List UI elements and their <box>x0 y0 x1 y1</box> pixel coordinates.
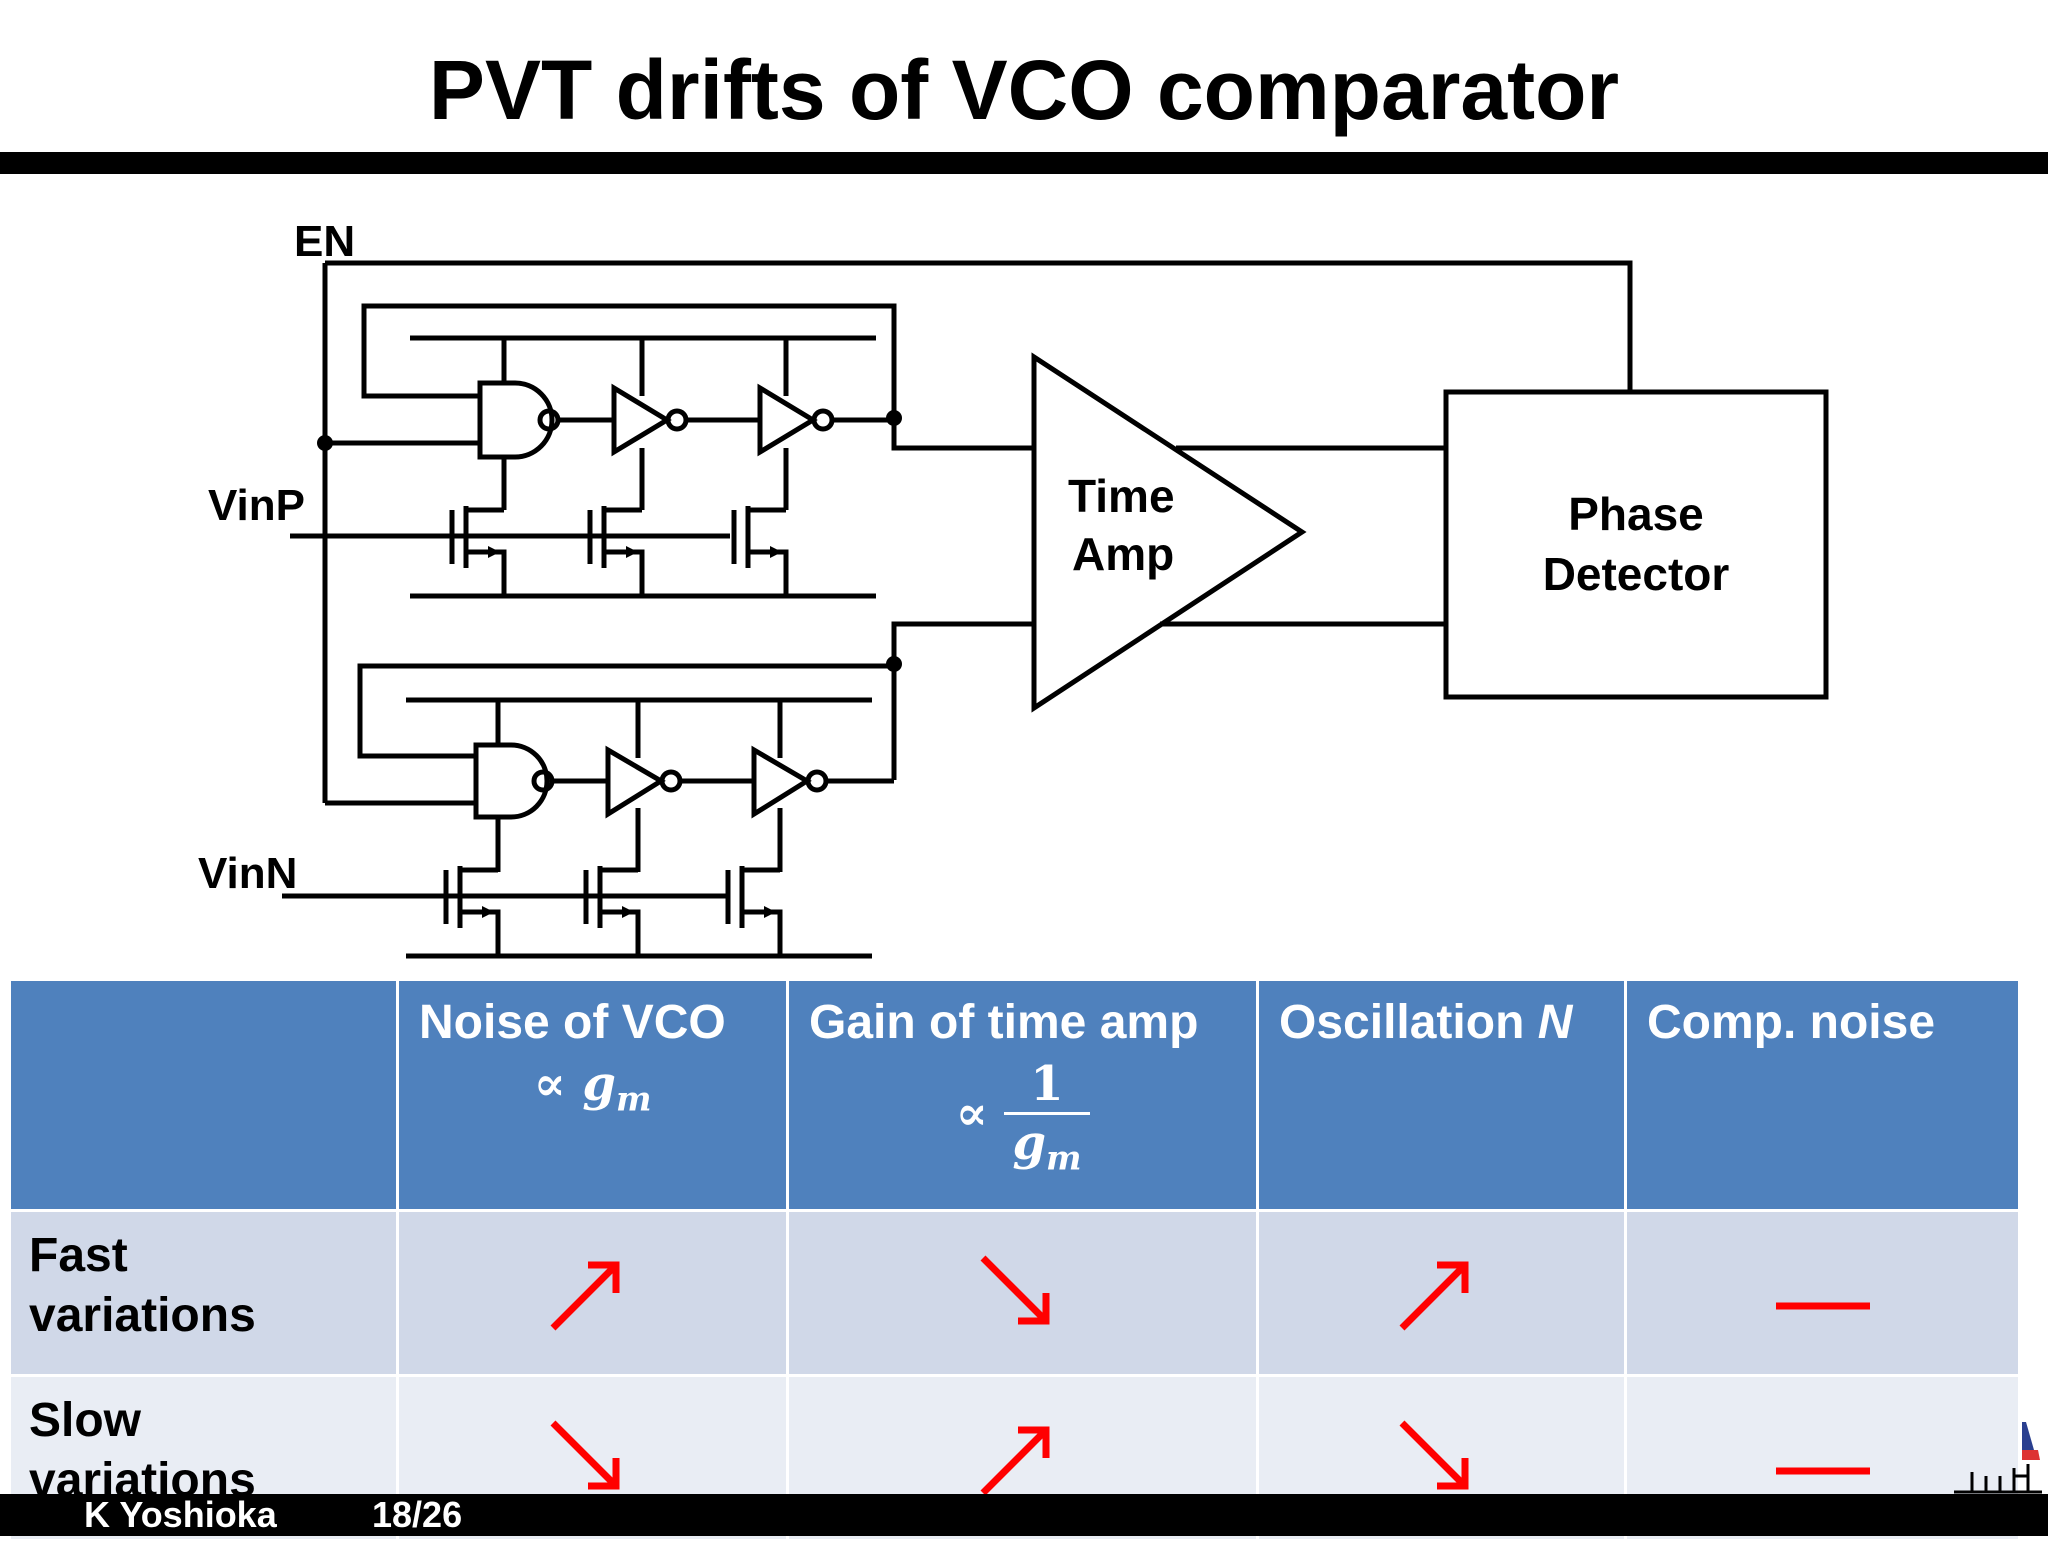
time-amp-block <box>1031 352 1307 713</box>
vco-p-nand-gate <box>477 380 555 460</box>
header-noise-of-vco: Noise of VCO ∝ gm <box>396 978 789 1212</box>
vco-p-transistors <box>449 506 789 596</box>
header-comp-noise: Comp. noise <box>1624 978 2021 1212</box>
vinp-label: VinP <box>208 481 305 530</box>
en-junction-dot <box>317 435 333 451</box>
en-label: EN <box>294 217 355 266</box>
time-amp-label-line2: Amp <box>1072 528 1174 580</box>
vco-n-nand-gate <box>473 742 550 820</box>
flat-dash-icon <box>1775 1302 1870 1310</box>
footer-bar: K Yoshioka 18/26 <box>0 1494 2048 1536</box>
arrow-up-right-icon <box>980 1426 1049 1496</box>
footer-page-number: 18/26 <box>372 1494 463 1535</box>
vco-p-feedback-wire <box>361 303 897 418</box>
phase-detector-block <box>1443 389 1829 700</box>
trend-cell <box>786 1209 1259 1377</box>
vco-p-inverter-1 <box>611 383 672 457</box>
title-rule <box>0 152 2048 174</box>
vco-p-inverter-2 <box>757 383 818 457</box>
arrow-down-right-icon <box>550 1420 619 1490</box>
trend-cell <box>1624 1209 2021 1377</box>
phase-detector-label-line2: Detector <box>1543 548 1730 600</box>
university-logo-icon <box>1954 1422 2042 1494</box>
trend-cell <box>396 1209 789 1377</box>
vinn-label: VinN <box>198 849 297 898</box>
vco-n-inverter-1 <box>605 745 666 819</box>
vco-n-transistors <box>443 866 783 956</box>
vco-n-output-wire <box>891 621 1034 780</box>
flat-dash-icon <box>1775 1467 1870 1475</box>
vco-p-output-wire <box>891 418 1034 451</box>
time-amp-label-line1: Time <box>1068 470 1175 522</box>
arrow-up-right-icon <box>550 1261 619 1331</box>
vco-comparator-schematic: EN VinP VinN Time Amp Phase Detector <box>198 217 1829 959</box>
vco-n-junction-dot <box>886 656 902 672</box>
slide-title: PVT drifts of VCO comparator <box>428 43 1620 137</box>
trend-cell <box>1256 1209 1627 1377</box>
header-oscillation-n: Oscillation N <box>1256 978 1627 1212</box>
arrow-up-right-icon <box>1399 1261 1468 1331</box>
vco-n-inverter-2 <box>751 745 812 819</box>
phase-detector-label-line1: Phase <box>1568 488 1704 540</box>
arrow-down-right-icon <box>980 1255 1049 1325</box>
header-empty-cell <box>8 978 399 1212</box>
arrow-down-right-icon <box>1399 1420 1468 1490</box>
vco-p-junction-dot <box>886 410 902 426</box>
footer-author: K Yoshioka <box>84 1494 277 1535</box>
en-wire <box>325 260 1633 392</box>
